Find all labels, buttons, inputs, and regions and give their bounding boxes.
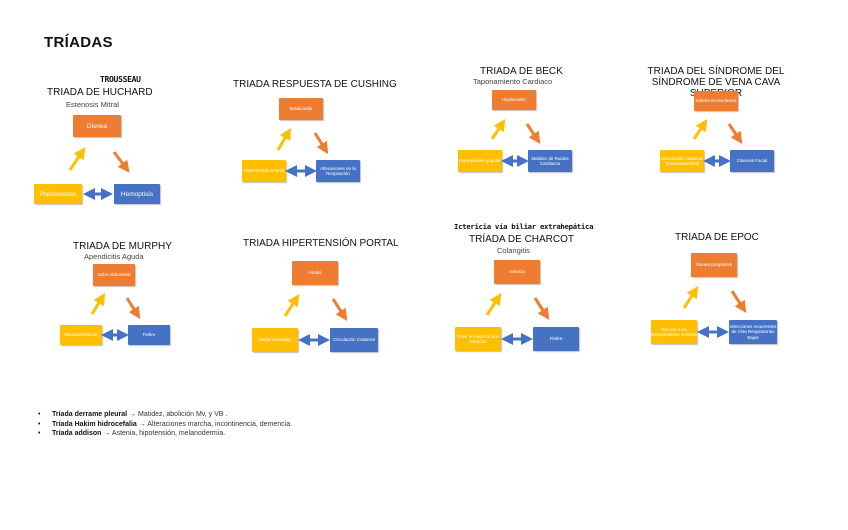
arrow-left-up xyxy=(682,285,699,309)
note-term: Tríada derrame pleural xyxy=(52,411,128,418)
triad-subtitle: Taponamiento Cardiaco xyxy=(473,77,553,86)
arrow-left-up xyxy=(90,292,106,315)
note-text: → Astenia, hipotensión, melanodermia. xyxy=(103,430,226,437)
triad-subtitle: Colangitis xyxy=(497,246,530,255)
triad-title: TRIADA HIPERTENSIÓN PORTAL xyxy=(243,238,399,249)
note-text: → Matidez, abolición Mv, y VB . xyxy=(129,411,228,418)
note-text: → Alteraciones marcha, incontinencia, de… xyxy=(138,420,293,428)
arrow-right-down xyxy=(112,151,130,173)
list-item: • Tríada addison → Astenia, hipotensión,… xyxy=(38,429,292,439)
left-node: Tos con o sin Expectoración Crónica xyxy=(651,320,697,344)
arrow-right-down xyxy=(125,297,141,320)
triad-title: TRIADA RESPUESTA DE CUSHING xyxy=(233,79,397,90)
left-node: Circulación Colateral Toracoabdominal xyxy=(660,150,704,172)
left-node: Dolor en Hipocondrio Derecho xyxy=(455,327,501,351)
top-node: Dolor Abdominal xyxy=(93,264,135,286)
top-node: Disnea xyxy=(73,115,121,137)
arrow-right-down xyxy=(525,123,541,144)
top-node: Edema en Esclavina xyxy=(694,91,738,111)
top-node: Disnea progresiva xyxy=(691,253,737,277)
right-node: Cianosis Facial xyxy=(730,150,774,172)
right-node: Matidez de Ruidos Cardiacos xyxy=(528,150,572,172)
list-item: • Tríada Hakim hidrocefalia → Alteracion… xyxy=(38,420,292,430)
top-node: Hipotensión xyxy=(492,90,536,110)
triad-title: TRIADA DE BECK xyxy=(480,66,563,77)
left-node: Náuseas/Vómito xyxy=(60,325,102,345)
top-node: Ictericia xyxy=(494,260,540,284)
note-term: Tríada Hakim hidrocefalia xyxy=(52,420,137,428)
triad-title: TRIADA DE HUCHARD xyxy=(47,87,153,98)
arrow-left-up xyxy=(485,292,502,316)
arrow-right-down xyxy=(730,290,747,314)
right-node: Fiebre xyxy=(128,325,170,345)
left-node: Esplenomegalia xyxy=(252,328,298,352)
notes-list: • Tríada derrame pleural → Matidez, abol… xyxy=(38,410,292,439)
arrow-left-up xyxy=(490,119,506,140)
handwritten-annotation: TROUSSEAU xyxy=(100,75,141,84)
arrow-left-up xyxy=(283,293,300,317)
arrow-right-down xyxy=(533,297,550,321)
arrow-right-down xyxy=(313,132,329,155)
arrow-left-up xyxy=(692,119,708,140)
arrow-right-down xyxy=(727,123,743,144)
left-node: Hipertensión Arterial xyxy=(242,160,286,182)
triad-title: TRIADA DE EPOC xyxy=(675,232,759,243)
arrow-right-down xyxy=(331,298,348,322)
triad-subtitle: Estenosis Mitral xyxy=(66,100,119,109)
handwritten-annotation: Ictericia vía biliar extrahepática xyxy=(454,222,594,231)
bullet: • xyxy=(38,411,41,418)
page-title: TRÍADAS xyxy=(44,34,113,51)
left-node: Ingurgitación yugular xyxy=(458,150,502,172)
right-node: Fiebre xyxy=(533,327,579,351)
triad-title: TRIADA DE MURPHY xyxy=(73,241,172,252)
right-node: Infecciones recurrentes de Vías Respirat… xyxy=(729,320,777,344)
right-node: Circulación Colateral xyxy=(330,328,378,352)
left-node: Pspitaciones xyxy=(34,184,82,204)
right-node: Alteraciones en la Respiración xyxy=(316,160,360,182)
arrow-left-up xyxy=(276,127,292,151)
bullet: • xyxy=(38,430,41,437)
arrow-left-up xyxy=(68,147,86,171)
right-node: Hemoptisis xyxy=(114,184,160,204)
list-item: • Tríada derrame pleural → Matidez, abol… xyxy=(38,410,292,420)
triad-subtitle: Apendicitis Aguda xyxy=(84,252,144,261)
top-node: Ascitis xyxy=(292,261,338,285)
triad-title: TRÍADA DE CHARCOT xyxy=(469,234,575,245)
top-node: Bradicardia xyxy=(279,98,323,120)
note-term: Tríada addison xyxy=(52,430,102,437)
bullet: • xyxy=(38,420,41,428)
